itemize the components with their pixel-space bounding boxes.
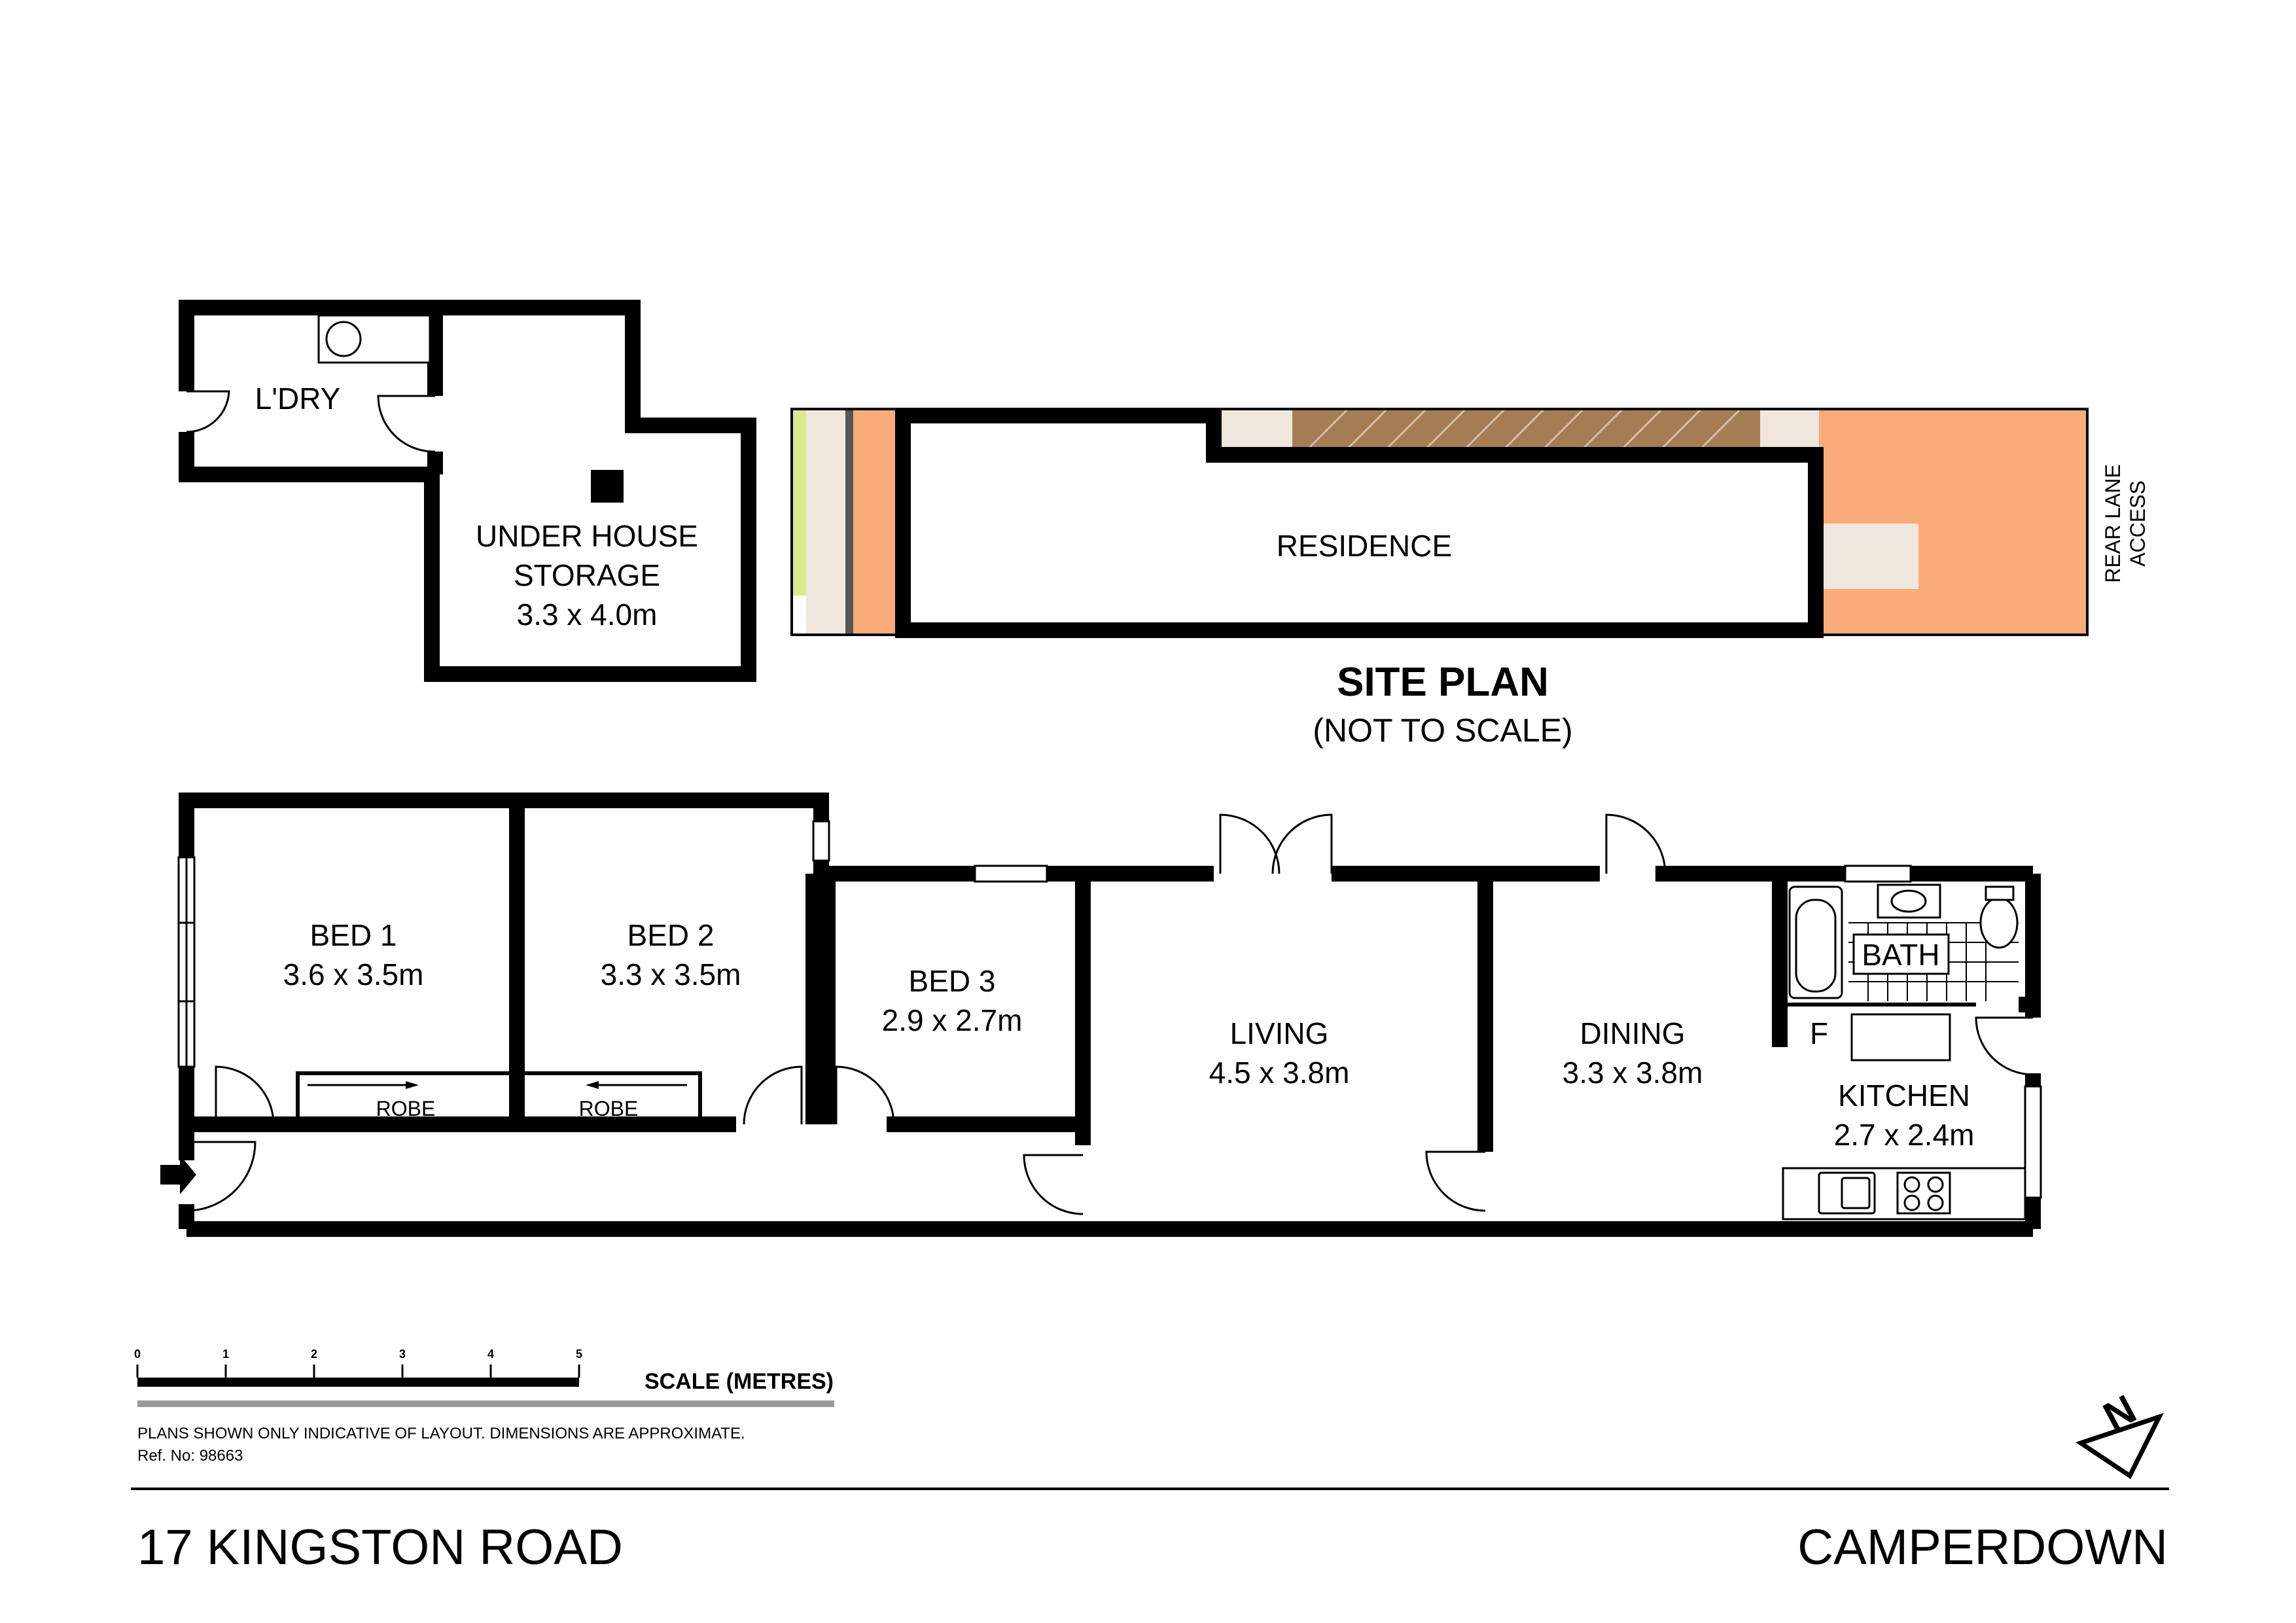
deck-hatching [1307, 408, 1742, 450]
entry-arrow-icon [160, 1155, 196, 1194]
robe-bed1-label: ROBE [376, 1097, 436, 1120]
kitchen-bench [1782, 1167, 2026, 1221]
dining-door [1425, 1150, 1486, 1212]
living-door [1023, 1154, 1084, 1215]
address: 17 KINGSTON ROAD [137, 1520, 623, 1575]
living-french-door-left [1219, 813, 1280, 874]
robe-bed2-label: ROBE [579, 1097, 639, 1120]
bed1-door [215, 1065, 275, 1125]
rear-yard [1819, 409, 2087, 635]
rear-stairs [1820, 524, 1918, 589]
scale-tick-0: 0 [134, 1347, 141, 1361]
storage-door [377, 395, 436, 453]
kitchen-sink [1818, 1171, 1876, 1215]
front-garden [792, 409, 806, 596]
lower-level-plan: L'DRY UNDER HOUSE STORAGE 3.3 x 4.0m [179, 300, 756, 682]
scale-bar-black [137, 1378, 579, 1387]
fridge-label: F [1810, 1016, 1828, 1050]
north-label: N [2096, 1387, 2144, 1440]
cooktop-burner-2 [1927, 1176, 1944, 1193]
side-paving [1217, 409, 1292, 448]
scale-label: SCALE (METRES) [645, 1369, 834, 1394]
disclaimer: PLANS SHOWN ONLY INDICATIVE OF LAYOUT. D… [137, 1425, 745, 1442]
cooktop-burner-1 [1903, 1176, 1920, 1193]
bathtub [1788, 885, 1843, 999]
residence-label: RESIDENCE [1277, 529, 1452, 563]
bath-basin [1890, 889, 1927, 913]
robe-bed2 [515, 1071, 702, 1126]
north-arrow-icon [2075, 1413, 2164, 1480]
bath-vanity [1877, 883, 1941, 919]
living-size: 4.5 x 3.8m [1209, 1056, 1350, 1090]
front-yard [853, 409, 896, 635]
bathtub-inner [1795, 899, 1837, 993]
cooktop-burner-3 [1903, 1194, 1920, 1211]
bath-window [1844, 865, 1912, 883]
bed2-door [743, 1065, 803, 1125]
bed2-side-window [812, 820, 830, 862]
bath-label-bg [1852, 933, 1950, 975]
living-name: LIVING [1230, 1016, 1329, 1050]
dining-name: DINING [1580, 1016, 1686, 1050]
storage-label-line2: STORAGE [514, 558, 660, 592]
storage-label-line1: UNDER HOUSE [476, 519, 698, 553]
scale-tick-1: 1 [222, 1347, 229, 1361]
bed1-name: BED 1 [310, 918, 397, 952]
laundry-door [186, 390, 230, 433]
bed3-door [835, 1065, 895, 1125]
scale-tick-4: 4 [487, 1347, 494, 1361]
rear-lane-access-line2: ACCESS [2126, 480, 2149, 567]
main-floor-plan: ROBE ROBE BATH F [160, 793, 2042, 1237]
scale-bar: 0 1 2 3 4 5 SCALE (METRES) [134, 1347, 834, 1407]
suburb: CAMPERDOWN [1797, 1520, 2168, 1575]
rear-lane-access-line1: REAR LANE [2101, 464, 2125, 582]
bed2-name: BED 2 [627, 918, 715, 952]
scale-tick-5: 5 [576, 1347, 582, 1361]
toilet-cistern [1985, 885, 2015, 901]
front-entry-door [186, 1141, 256, 1212]
bed1-size: 3.6 x 3.5m [283, 957, 424, 991]
living-french-door-right [1271, 813, 1333, 874]
dining-external-door [1605, 813, 1667, 874]
kitchen-rear-door [1975, 1016, 2034, 1076]
storage-size: 3.3 x 4.0m [517, 597, 658, 632]
front-paving [806, 409, 845, 635]
side-deck [1292, 409, 1760, 448]
laundry-tub-basin [325, 321, 362, 357]
site-plan-title: SITE PLAN [1337, 660, 1549, 705]
kitchen-sink-bowl [1841, 1177, 1871, 1209]
kitchen-size: 2.7 x 2.4m [1834, 1118, 1975, 1152]
toilet-icon [1979, 897, 2019, 949]
scale-tick-3: 3 [399, 1347, 406, 1361]
site-boundary [790, 408, 2089, 636]
dining-size: 3.3 x 3.8m [1563, 1056, 1703, 1090]
scale-tick-2: 2 [311, 1347, 317, 1361]
kitchen-window [2024, 1085, 2042, 1199]
laundry-label: L'DRY [255, 382, 341, 416]
north-arrow: N [2075, 1387, 2164, 1480]
front-fence [845, 409, 853, 635]
kitchen-name: KITCHEN [1838, 1079, 1970, 1113]
cooktop-burner-4 [1927, 1194, 1944, 1211]
bed3-name: BED 3 [909, 964, 996, 998]
site-plan: RESIDENCE REAR LANE ACCESS SITE PLAN (NO… [790, 408, 2149, 749]
scale-bar-grey [137, 1400, 834, 1407]
bath-label: BATH [1862, 938, 1939, 972]
site-plan-subtitle: (NOT TO SCALE) [1313, 712, 1572, 749]
bed3-window [974, 865, 1048, 883]
bed2-size: 3.3 x 3.5m [601, 957, 741, 991]
rear-steps [1760, 409, 1819, 448]
bed3-size: 2.9 x 2.7m [882, 1003, 1023, 1037]
reference-number: Ref. No: 98663 [137, 1447, 243, 1465]
residence-outline [895, 408, 1824, 638]
laundry-tub [317, 314, 431, 364]
storage-pillar [591, 470, 624, 503]
lower-level-walls [179, 300, 756, 682]
fridge-space [1850, 1013, 1951, 1061]
